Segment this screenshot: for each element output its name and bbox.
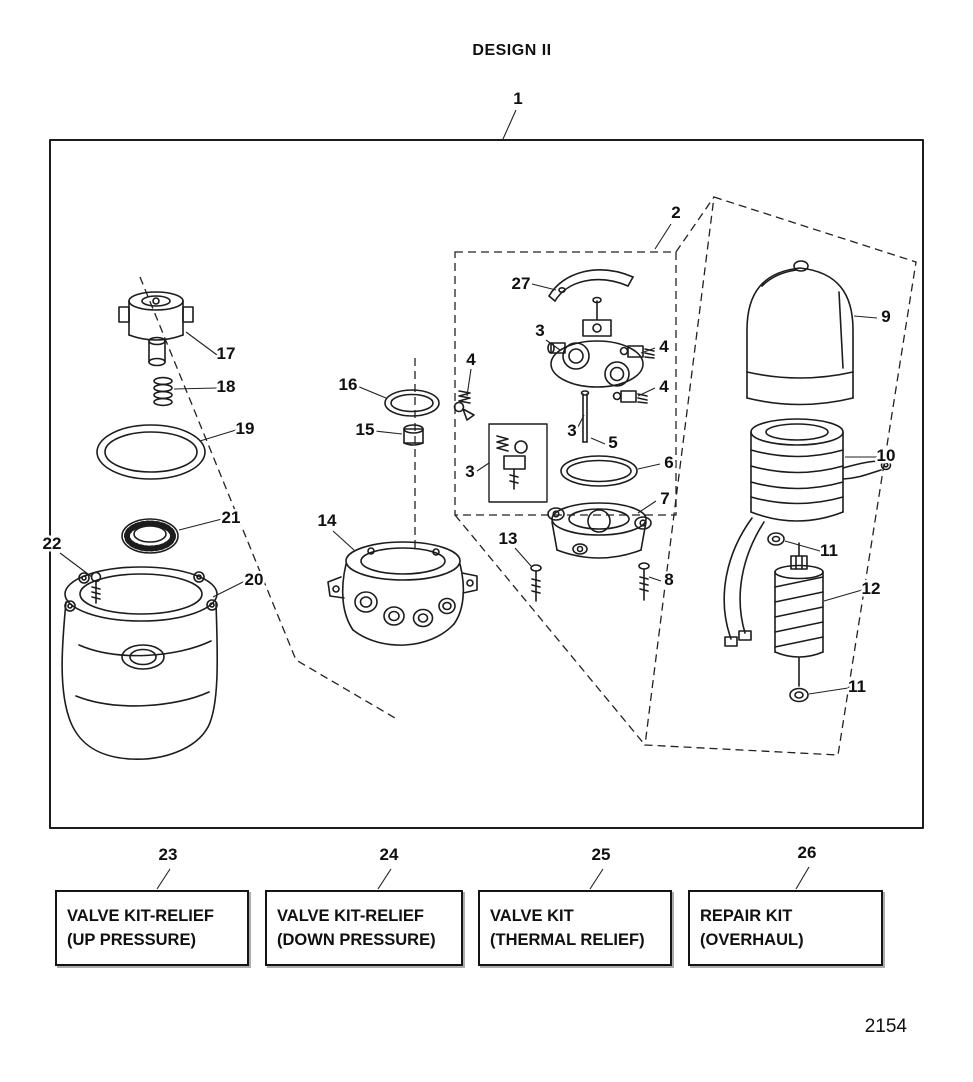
group-boundary-dashed-lines <box>139 196 917 756</box>
part-4-valve-left <box>453 390 475 421</box>
callout-3-top: 3 <box>535 321 544 340</box>
part-20-reservoir <box>61 566 219 760</box>
callout-15: 15 <box>356 420 375 439</box>
kit-box-repair-kit-overhaul: REPAIR KIT (OVERHAUL) <box>688 890 883 966</box>
part-5-pin <box>580 390 590 443</box>
kit-box-valve-kit-up-pressure: VALVE KIT-RELIEF (UP PRESSURE) <box>55 890 249 966</box>
part-4-valve-lower-right <box>612 390 648 404</box>
callout-12: 12 <box>862 579 881 598</box>
part-6-o-ring <box>560 455 638 487</box>
page-title: DESIGN II <box>472 42 552 59</box>
kit-box-valve-kit-thermal-relief: VALVE KIT (THERMAL RELIEF) <box>478 890 672 966</box>
part-3-detail-box <box>488 423 548 503</box>
callout-4-left: 4 <box>466 350 476 369</box>
part-13-screw <box>530 564 542 602</box>
kit-leader-lines <box>156 866 810 890</box>
callout-20: 20 <box>245 570 264 589</box>
callout-23: 23 <box>158 845 178 864</box>
callout-9: 9 <box>881 307 890 326</box>
part-4-valve-upper-right <box>619 345 655 359</box>
callout-4-upper-right: 4 <box>659 337 669 356</box>
callout-7: 7 <box>660 489 669 508</box>
callout-4-lower-right: 4 <box>659 377 669 396</box>
kit-label-line2: (UP PRESSURE) <box>67 930 196 949</box>
part-12-armature <box>774 542 824 687</box>
callout-leader-lines <box>59 109 878 890</box>
callout-16: 16 <box>339 375 358 394</box>
motor-brush-leads <box>723 517 765 647</box>
part-8-screw <box>638 562 650 601</box>
callout-2: 2 <box>671 203 680 222</box>
part-10-stator <box>750 418 892 522</box>
part-27-retainer-bracket <box>548 269 634 302</box>
callout-3-box: 3 <box>465 462 474 481</box>
part-19-o-ring-large <box>96 424 206 480</box>
callout-6: 6 <box>664 453 673 472</box>
kit-label-line1: VALVE KIT-RELIEF <box>67 906 214 925</box>
callout-10: 10 <box>877 446 896 465</box>
part-16-o-ring <box>384 389 440 417</box>
callout-3-middle: 3 <box>567 421 576 440</box>
main-assembly-border <box>49 139 924 829</box>
part-11-washer-lower <box>789 687 809 703</box>
callout-27: 27 <box>512 274 531 293</box>
kit-label-line1: REPAIR KIT <box>700 906 793 925</box>
valve-body-manifold <box>550 296 644 388</box>
callout-11-lower: 11 <box>848 677 866 696</box>
part-14-pump-body <box>327 541 478 646</box>
kit-label-line1: VALVE KIT-RELIEF <box>277 906 424 925</box>
part-7-end-cap <box>547 502 652 559</box>
callout-17: 17 <box>217 344 236 363</box>
kit-label-line2: (OVERHAUL) <box>700 930 804 949</box>
page-number: 2154 <box>864 1016 907 1037</box>
callout-18: 18 <box>217 377 236 396</box>
callout-13: 13 <box>499 529 518 548</box>
kit-label-line2: (DOWN PRESSURE) <box>277 930 436 949</box>
part-17-pump-coupler <box>118 291 194 367</box>
kit-box-valve-kit-down-pressure: VALVE KIT-RELIEF (DOWN PRESSURE) <box>265 890 463 966</box>
callout-24: 24 <box>379 845 399 864</box>
callout-19: 19 <box>236 419 255 438</box>
part-21-fill-cap <box>121 518 179 554</box>
callout-11-upper: 11 <box>820 541 838 560</box>
kit-label-line1: VALVE KIT <box>490 906 574 925</box>
part-18-spring <box>153 376 173 407</box>
part-22-screw <box>90 571 102 604</box>
callout-5: 5 <box>608 433 617 452</box>
callout-8: 8 <box>664 570 673 589</box>
part-9-motor-cover <box>746 260 854 406</box>
callout-26: 26 <box>797 843 817 862</box>
callout-numbers: 1 2 27 3 4 4 4 16 15 3 5 3 6 7 8 9 10 11… <box>40 87 898 699</box>
callout-1: 1 <box>513 89 522 108</box>
kit-label-line2: (THERMAL RELIEF) <box>490 930 645 949</box>
callout-14: 14 <box>318 511 337 530</box>
part-11-washer-upper <box>767 532 785 546</box>
callout-22: 22 <box>43 534 62 553</box>
callout-21: 21 <box>222 508 241 527</box>
part-15-valve-insert <box>403 424 424 446</box>
callout-25: 25 <box>591 845 611 864</box>
